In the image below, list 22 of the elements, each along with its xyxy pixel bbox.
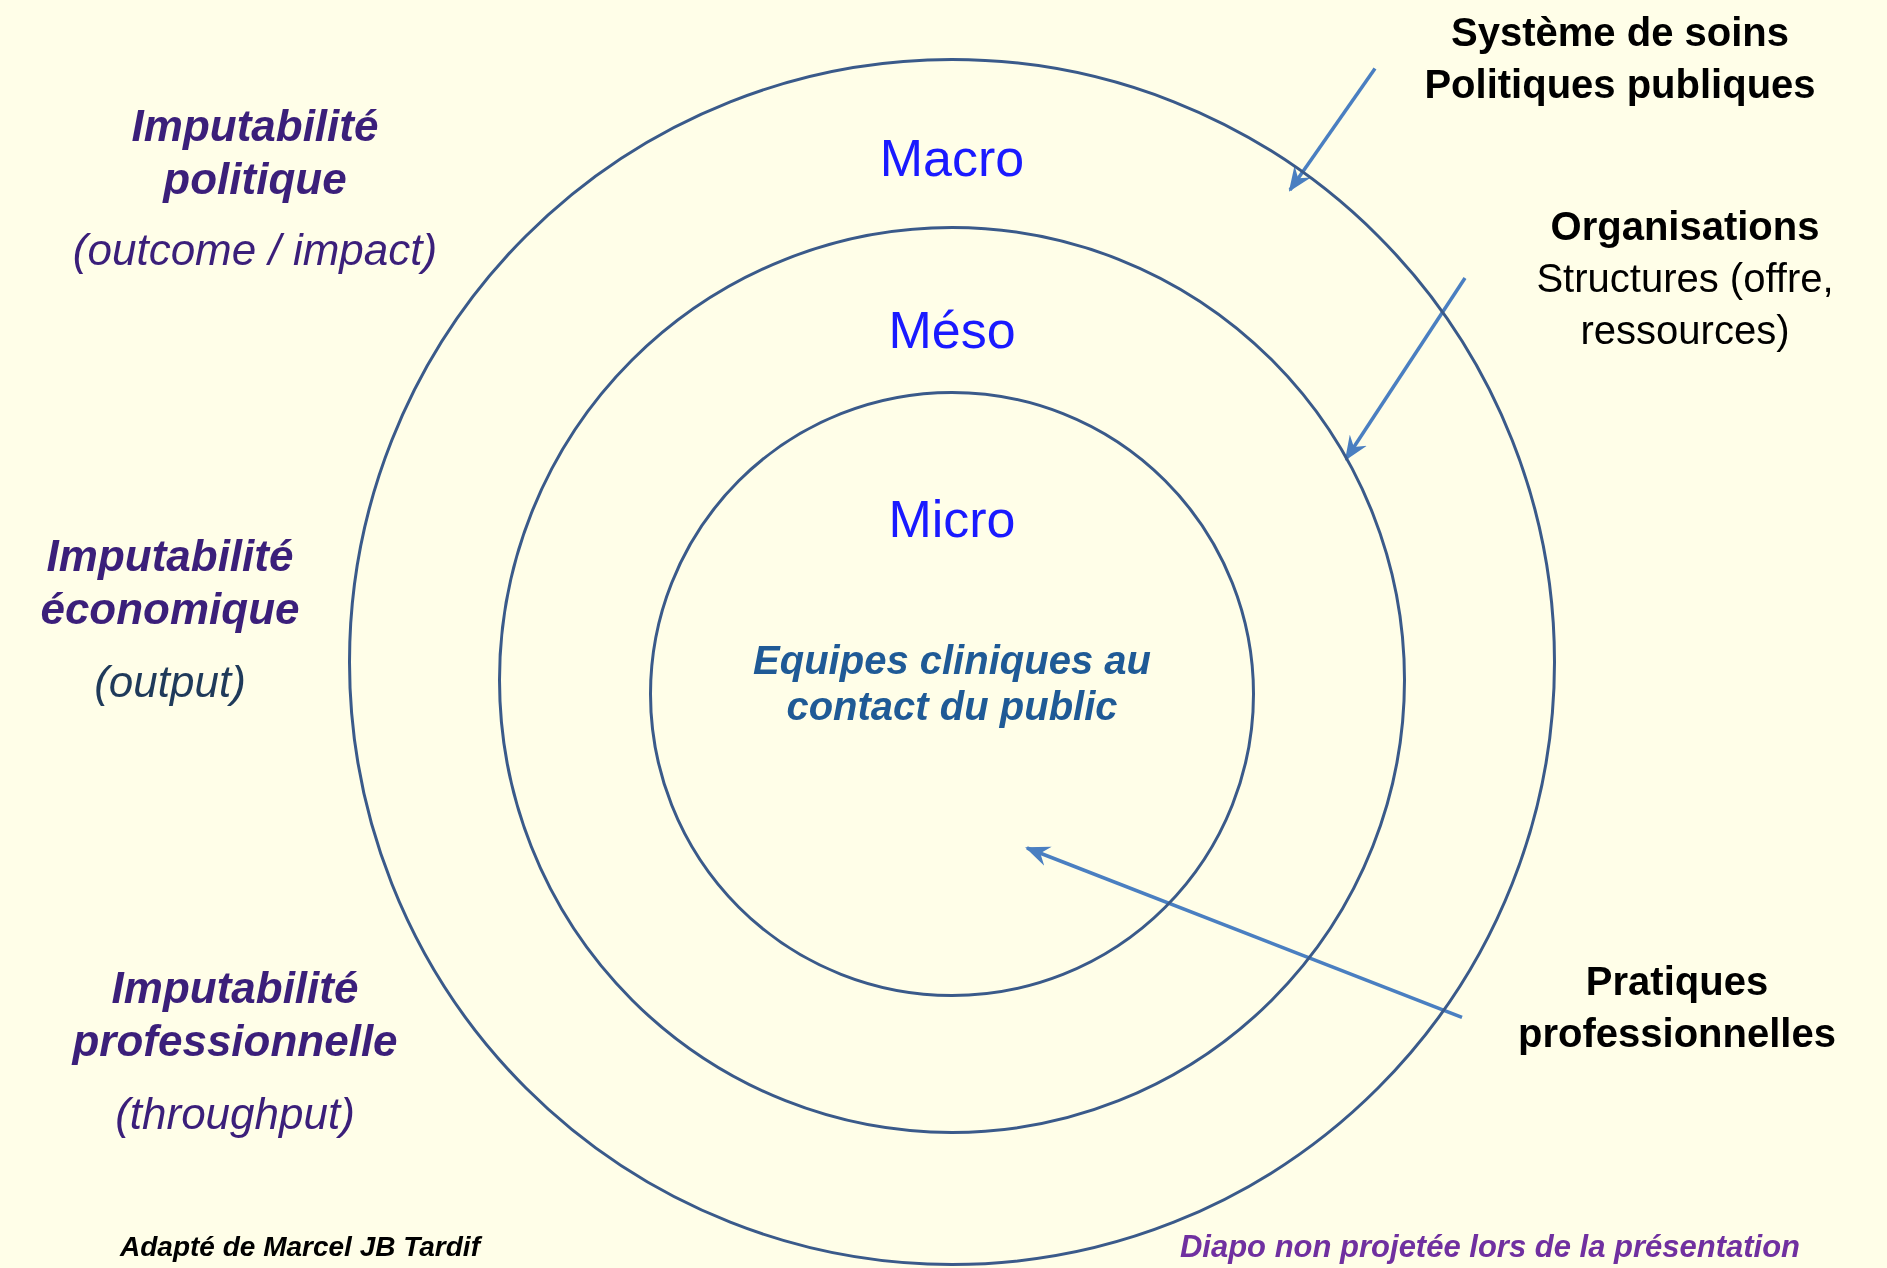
accountability-note: (outcome / impact): [71, 224, 439, 276]
arrow: [1025, 846, 1463, 1020]
circle-ring: [649, 391, 1255, 997]
arrow: [1288, 67, 1377, 192]
accountability-note: (throughput): [114, 1088, 356, 1140]
level-label: Macro: [878, 129, 1026, 189]
body-text: Structures (offre, ressources): [1535, 255, 1835, 354]
circle-ring: [498, 226, 1406, 1134]
center-text: Equipes cliniques au contact du public: [752, 637, 1152, 729]
heading-text: Pratiques professionnelles: [1517, 958, 1837, 1057]
arrow: [1344, 277, 1467, 461]
heading-text: Organisations: [1549, 203, 1821, 250]
level-label: Micro: [887, 490, 1017, 550]
accountability-heading: Imputabilité politique: [130, 100, 380, 205]
heading-text: Système de soins: [1450, 9, 1790, 56]
accountability-heading: Imputabilité économique: [39, 530, 301, 635]
accountability-heading: Imputabilité professionnelle: [70, 962, 399, 1067]
footer-note: Diapo non projetée lors de la présentation: [1178, 1228, 1802, 1266]
heading-text: Politiques publiques: [1423, 61, 1817, 108]
source-note: Adapté de Marcel JB Tardif: [70, 1230, 530, 1264]
level-label: Méso: [887, 301, 1017, 361]
accountability-note: (output): [93, 656, 247, 708]
